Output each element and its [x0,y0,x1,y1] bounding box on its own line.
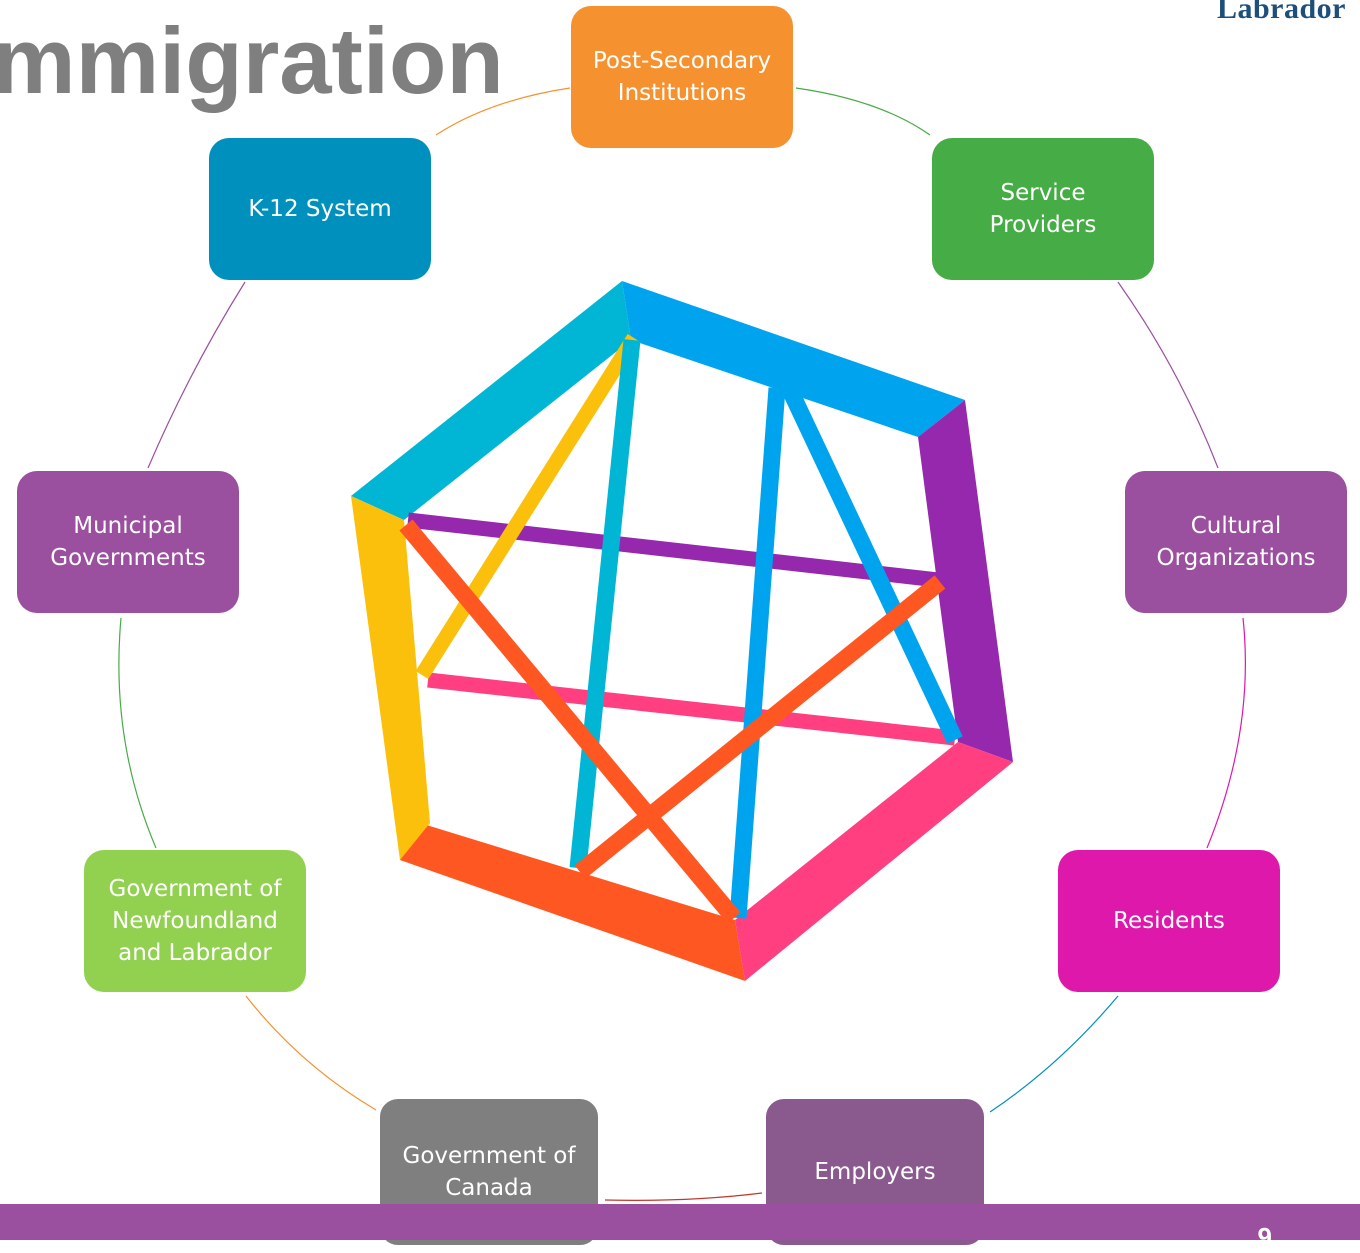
central-network [351,281,1013,981]
node-municipal-governments[interactable]: Municipal Governments [17,471,239,613]
ring-arc [604,1192,763,1201]
node-k12-system[interactable]: K-12 System [209,138,431,280]
ring-arc [118,617,157,849]
ring-arc [795,87,931,136]
network-edge-blue [622,281,965,437]
chord-purple [407,512,939,588]
node-label: Service Providers [989,180,1097,238]
footer-bar [0,1204,1360,1240]
page-number: 9 [1257,1222,1272,1252]
connection-ring [118,87,1246,1201]
ring-arc [245,995,377,1111]
chord-blue-right [782,386,963,744]
network-edge-yellow [351,496,430,860]
chord-cyan [569,339,641,869]
node-label: Employers [814,1159,936,1185]
network-edge-cyan [351,281,631,520]
chord-orange-b [574,575,946,879]
labrador-logo: Labrador [1216,0,1346,25]
node-residents[interactable]: Residents [1058,850,1280,992]
ring-arc [1206,617,1246,849]
ring-arc [147,281,246,469]
node-label: Post-Secondary Institutions [592,48,772,106]
node-label: Cultural Organizations [1156,513,1316,571]
network-edge-pink [735,742,1013,981]
node-cultural-organizations[interactable]: Cultural Organizations [1125,471,1347,613]
node-label: K-12 System [248,196,392,222]
node-post-secondary[interactable]: Post-Secondary Institutions [571,6,793,148]
ring-arc [1117,281,1219,469]
network-edge-orange [400,823,745,981]
chord-blue-left [729,387,786,919]
ring-arc [435,87,571,136]
node-service-providers[interactable]: Service Providers [932,138,1154,280]
chord-pink [427,672,956,746]
node-label: Government of Canada [402,1143,576,1201]
node-label: Government of Newfoundland and Labrador [108,876,282,966]
ring-arc [989,995,1119,1113]
node-label: Residents [1113,908,1225,934]
slide-title: mmigration [0,8,504,113]
chord-orange-a [399,519,741,924]
network-edge-purple [918,400,1013,762]
node-government-of-nl[interactable]: Government of Newfoundland and Labrador [84,850,306,992]
node-label: Municipal Governments [50,513,206,571]
chord-yellow [415,334,641,679]
